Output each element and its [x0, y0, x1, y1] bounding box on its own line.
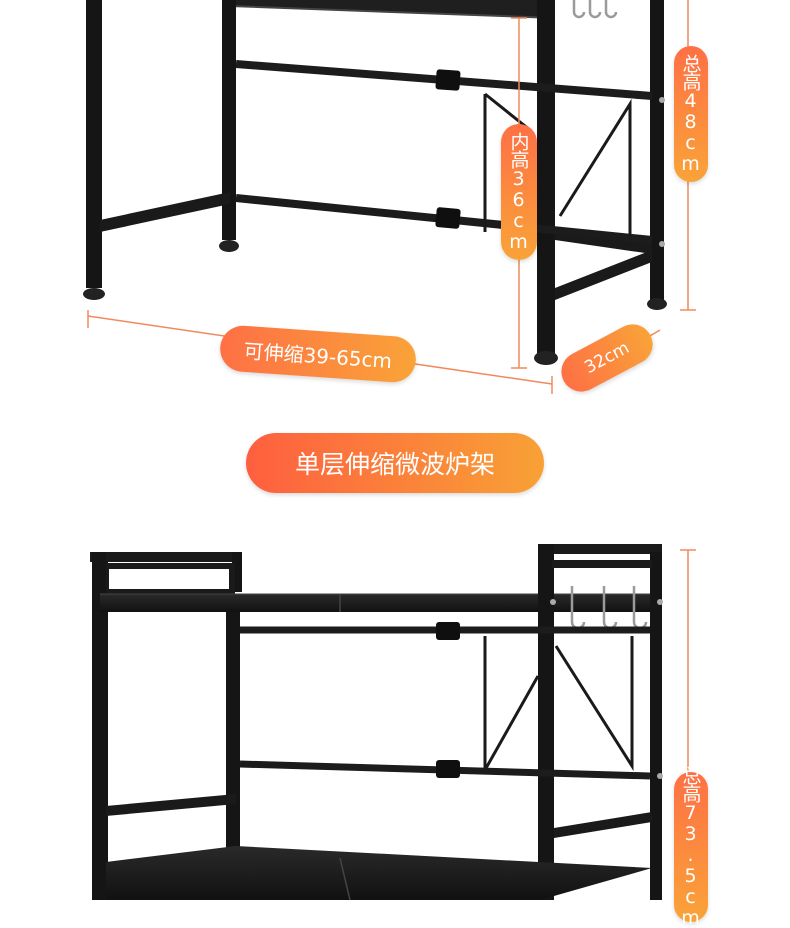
top-shelf-2 [100, 593, 650, 612]
single-tier-rack [83, 0, 696, 394]
leg-front-left [86, 0, 102, 288]
telescopic-bar-lower-2 [239, 760, 651, 780]
leg-back-left-2 [226, 596, 240, 900]
top-shelf [229, 0, 556, 19]
leg-front-right-2 [538, 544, 554, 900]
telescopic-bar-upper [235, 60, 653, 100]
side-frame-2 [483, 636, 634, 772]
total-height-double-label: 总高73.5cm [674, 766, 708, 928]
telescopic-bar-upper-2 [240, 622, 650, 640]
product-title: 单层伸缩微波炉架 [246, 433, 544, 493]
hooks-icon [572, 0, 618, 19]
dimension-lines [87, 0, 696, 394]
telescopic-bar-lower [235, 194, 653, 244]
rack-illustrations [83, 0, 696, 900]
inner-height-label: 内高36cm [501, 124, 537, 260]
total-height-single-label: 总高48cm [674, 46, 708, 182]
leg-back-right-2 [650, 552, 662, 900]
double-tier-rack [90, 544, 696, 900]
leg-back-left [222, 0, 236, 240]
leg-back-right [650, 0, 664, 300]
bottom-shelf-2 [106, 846, 652, 900]
leg-front-left-2 [92, 552, 106, 900]
product-detail-page: 可伸缩39-65cm 32cm 内高36cm 总高48cm 单层伸缩微波炉架 总… [83, 0, 708, 922]
leg-front-right [537, 0, 555, 354]
